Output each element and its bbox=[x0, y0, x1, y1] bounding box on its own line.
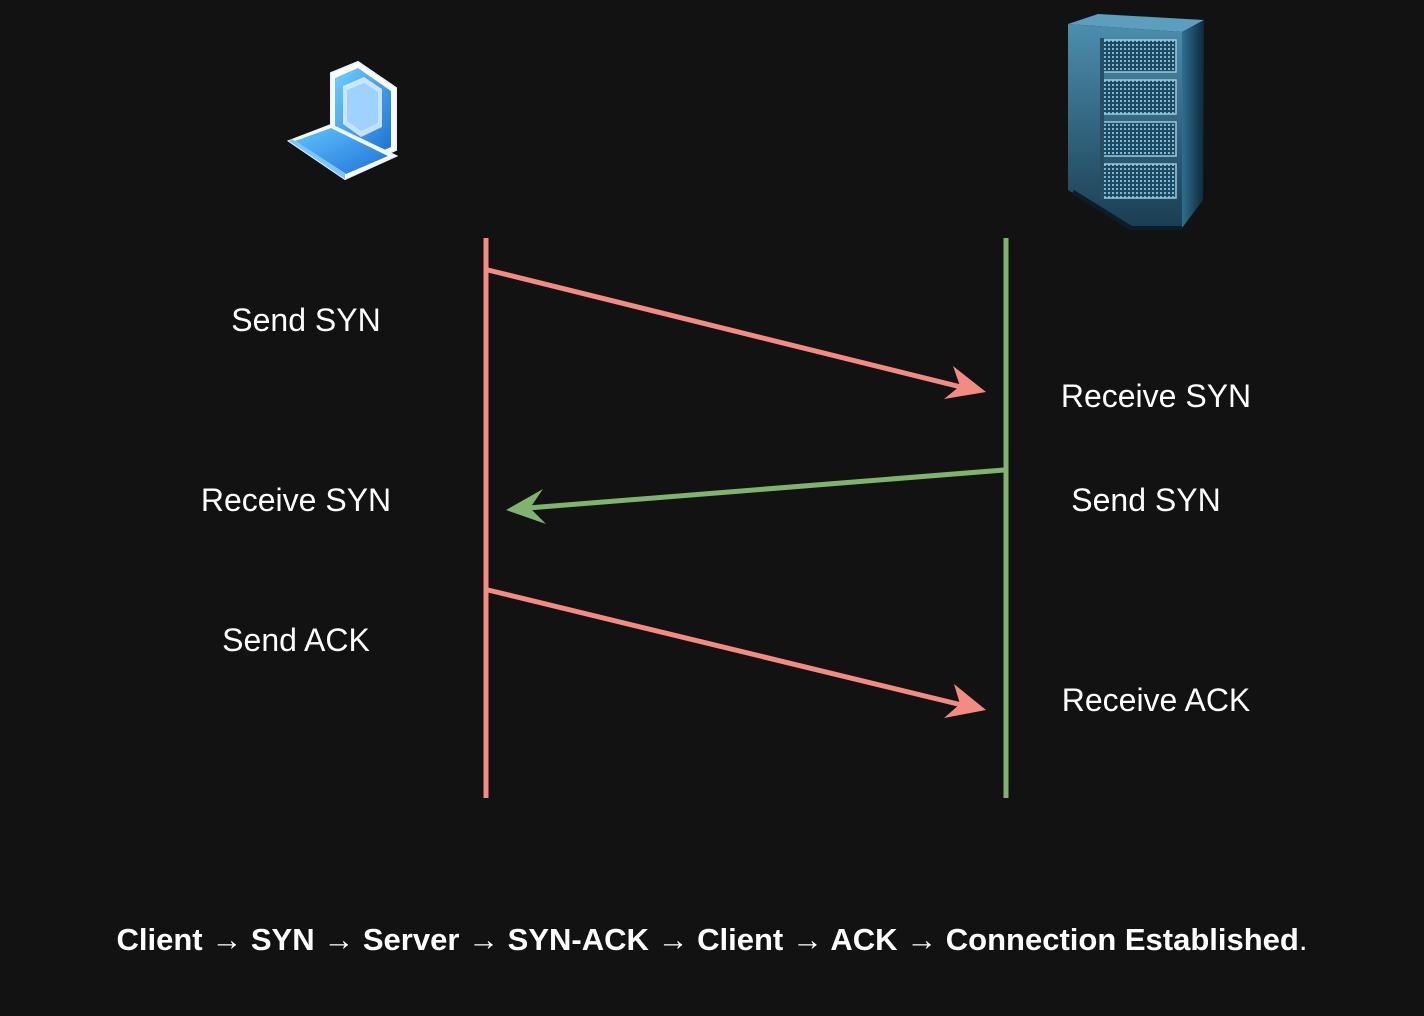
client-send-ack-label: Send ACK bbox=[222, 622, 370, 658]
client-receive-syn-label: Receive SYN bbox=[200, 482, 392, 518]
server-receive-ack-label: Receive ACK bbox=[1061, 682, 1251, 718]
caption-arrow: → bbox=[323, 922, 355, 957]
server-send-syn-label: Send SYN bbox=[1071, 482, 1221, 518]
caption-arrow: → bbox=[906, 922, 938, 957]
handshake-caption: Client → SYN → Server → SYN-ACK → Client… bbox=[0, 922, 1424, 958]
laptop-icon bbox=[286, 60, 399, 181]
caption-server: Server bbox=[362, 922, 460, 957]
server-rack-icon bbox=[1068, 14, 1204, 230]
caption-client: Client bbox=[116, 922, 203, 957]
caption-established: Connection Established bbox=[945, 922, 1299, 957]
caption-arrow: → bbox=[791, 922, 823, 957]
client-send-syn-label: Send SYN bbox=[231, 302, 381, 338]
caption-ack: ACK bbox=[830, 922, 898, 957]
syn-ack-arrow bbox=[506, 467, 1005, 524]
syn-arrow bbox=[487, 267, 986, 399]
caption-syn-ack: SYN-ACK bbox=[507, 922, 649, 957]
caption-syn: SYN bbox=[250, 922, 315, 957]
caption-period: . bbox=[1298, 922, 1308, 957]
ack-arrow bbox=[487, 587, 986, 718]
caption-arrow: → bbox=[211, 922, 243, 957]
caption-client: Client bbox=[697, 922, 784, 957]
caption-arrow: → bbox=[468, 922, 500, 957]
caption-arrow: → bbox=[657, 922, 689, 957]
server-receive-syn-label: Receive SYN bbox=[1060, 378, 1252, 414]
